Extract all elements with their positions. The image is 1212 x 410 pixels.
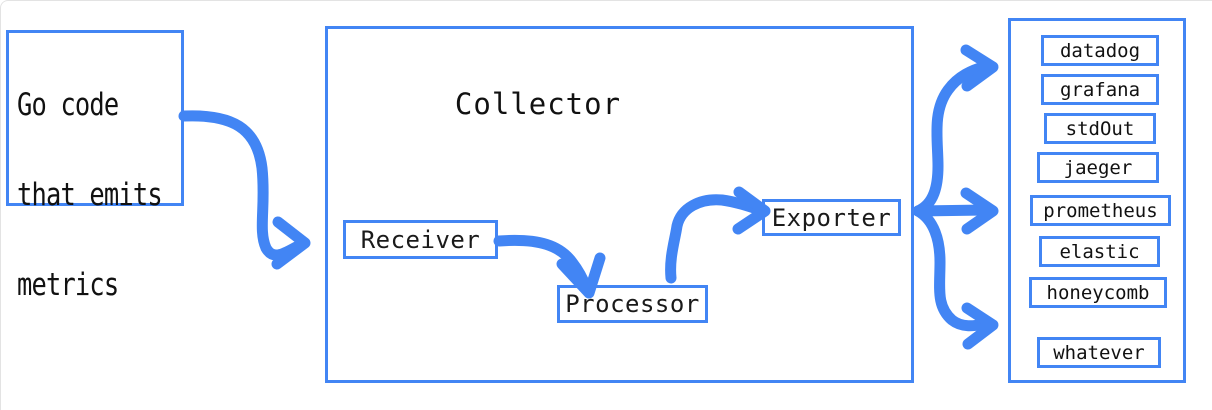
go-code-source-box: Go code that emits metrics (6, 30, 184, 303)
source-line-1: Go code (17, 87, 119, 123)
backend-label: jaeger (1063, 156, 1133, 179)
backend-item-stdout: stdOut (1044, 113, 1156, 144)
arrow-fanout-lower (912, 205, 999, 350)
backend-label: datadog (1059, 39, 1141, 62)
backend-item-grafana: grafana (1041, 74, 1159, 105)
backend-item-honeycomb: honeycomb (1029, 277, 1167, 308)
backend-item-prometheus: prometheus (1030, 195, 1171, 226)
backend-item-jaeger: jaeger (1037, 152, 1159, 183)
backend-label: grafana (1059, 78, 1141, 101)
source-line-3: metrics (17, 267, 119, 303)
exporter-label: Exporter (771, 203, 892, 232)
backend-label: honeycomb (1046, 281, 1150, 304)
backends-container: datadog grafana stdOut jaeger prometheus… (1008, 18, 1186, 383)
arrow-fanout-upper (912, 44, 999, 217)
source-line-2: that emits (17, 177, 163, 213)
backend-label: prometheus (1043, 199, 1158, 222)
backend-label: whatever (1053, 341, 1145, 364)
processor-label: Processor (565, 290, 700, 318)
collector-title: Collector (454, 87, 622, 121)
backend-item-whatever: whatever (1037, 337, 1161, 368)
backend-item-datadog: datadog (1041, 35, 1159, 66)
processor-box: Processor (557, 285, 708, 323)
arrow-fanout-middle (912, 187, 999, 235)
receiver-label: Receiver (360, 225, 481, 254)
exporter-box: Exporter (762, 199, 901, 236)
arrow-source-to-receiver (178, 110, 311, 270)
receiver-box: Receiver (343, 220, 498, 259)
backend-label: stdOut (1065, 117, 1135, 140)
backend-item-elastic: elastic (1039, 236, 1160, 267)
backend-label: elastic (1059, 240, 1140, 263)
